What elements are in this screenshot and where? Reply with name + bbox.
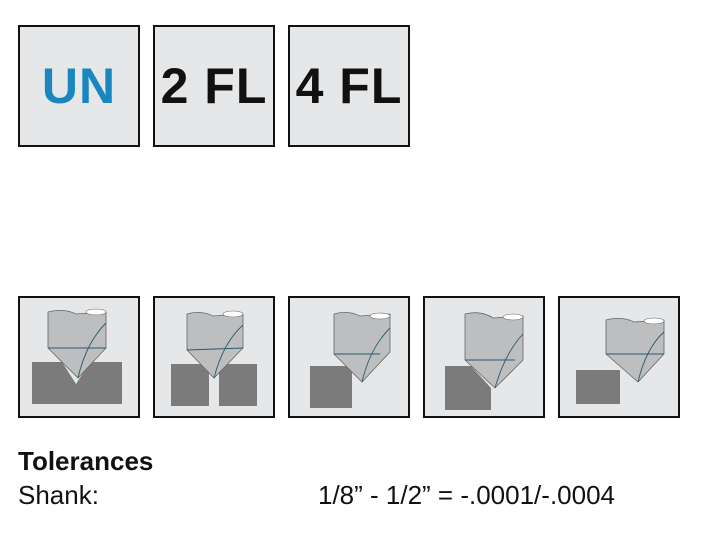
badge-2-flute: 2 FL — [153, 25, 275, 147]
badge-label: 2 FL — [160, 58, 268, 114]
shank-tolerance-value: 1/8” - 1/2” = -.0001/-.0004 — [318, 480, 616, 510]
shank-label: Shank: — [18, 480, 99, 510]
badge-un: UN — [18, 25, 140, 147]
chamfer-corner-icon — [423, 296, 545, 418]
badge-label: UN — [41, 58, 117, 114]
chamfer-between-blocks-icon — [153, 296, 275, 418]
chamfer-edge-icon — [288, 296, 410, 418]
spot-chamfer-icon — [558, 296, 680, 418]
v-groove-icon — [18, 296, 140, 418]
badge-4-flute: 4 FL — [288, 25, 410, 147]
tolerances-heading: Tolerances — [18, 446, 154, 476]
badge-label: 4 FL — [295, 58, 403, 114]
